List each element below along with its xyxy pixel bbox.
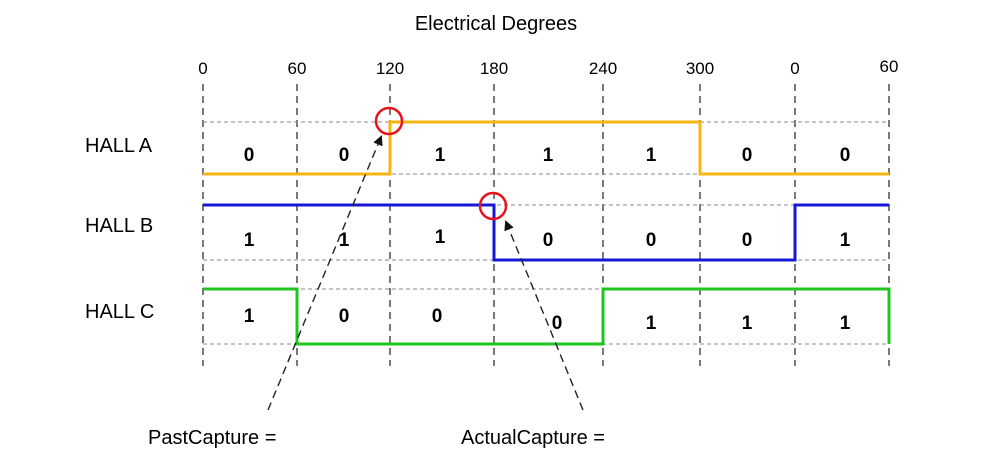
bit-value: 0 xyxy=(742,230,753,251)
bit-value: 1 xyxy=(244,306,255,327)
bit-value: 1 xyxy=(840,313,851,334)
degree-tick-labels: 0 60 120 180 240 300 0 60 xyxy=(198,57,898,78)
diagram-title: Electrical Degrees xyxy=(415,13,577,35)
bit-value: 1 xyxy=(543,145,554,166)
bit-value: 1 xyxy=(244,230,255,251)
tick-label: 120 xyxy=(376,59,404,78)
tick-label: 180 xyxy=(480,59,508,78)
bit-value: 0 xyxy=(339,306,350,327)
bit-value: 1 xyxy=(339,230,350,251)
tick-label: 0 xyxy=(198,59,207,78)
hall-c-signal xyxy=(203,287,891,346)
bit-value: 1 xyxy=(646,145,657,166)
bit-value: 1 xyxy=(646,313,657,334)
bit-value: 1 xyxy=(435,227,446,248)
past-capture-arrow xyxy=(267,135,383,411)
bit-value: 0 xyxy=(840,145,851,166)
hall-a-bits: 0 0 1 1 1 0 0 xyxy=(244,145,851,166)
actual-capture-marker xyxy=(478,191,508,221)
bit-value: 0 xyxy=(244,145,255,166)
actual-capture-arrow xyxy=(504,220,584,411)
bit-value: 0 xyxy=(646,230,657,251)
bit-value: 0 xyxy=(742,145,753,166)
tick-label: 60 xyxy=(288,59,307,78)
past-capture-marker xyxy=(374,106,404,136)
vertical-guide-lines xyxy=(202,84,890,366)
bit-value: 1 xyxy=(840,230,851,251)
tick-label: 60 xyxy=(880,57,899,76)
bit-value: 0 xyxy=(432,306,443,327)
tick-label: 0 xyxy=(790,59,799,78)
bit-value: 1 xyxy=(435,145,446,166)
hall-b-bits: 1 1 1 0 0 0 1 xyxy=(244,227,851,251)
hall-a-label: HALL A xyxy=(85,135,153,157)
hall-b-label: HALL B xyxy=(85,215,153,237)
bit-value: 1 xyxy=(742,313,753,334)
tick-label: 240 xyxy=(589,59,617,78)
past-capture-label: PastCapture = xyxy=(148,427,276,449)
hall-c-bits: 1 0 0 0 1 1 1 xyxy=(244,306,851,334)
bit-value: 0 xyxy=(552,313,563,334)
tick-label: 300 xyxy=(686,59,714,78)
hall-b-signal xyxy=(203,203,889,262)
actual-capture-label: ActualCapture = xyxy=(461,427,605,449)
bit-value: 0 xyxy=(339,145,350,166)
bit-value: 0 xyxy=(543,230,554,251)
hall-c-label: HALL C xyxy=(85,301,154,323)
hall-a-signal xyxy=(203,120,889,176)
